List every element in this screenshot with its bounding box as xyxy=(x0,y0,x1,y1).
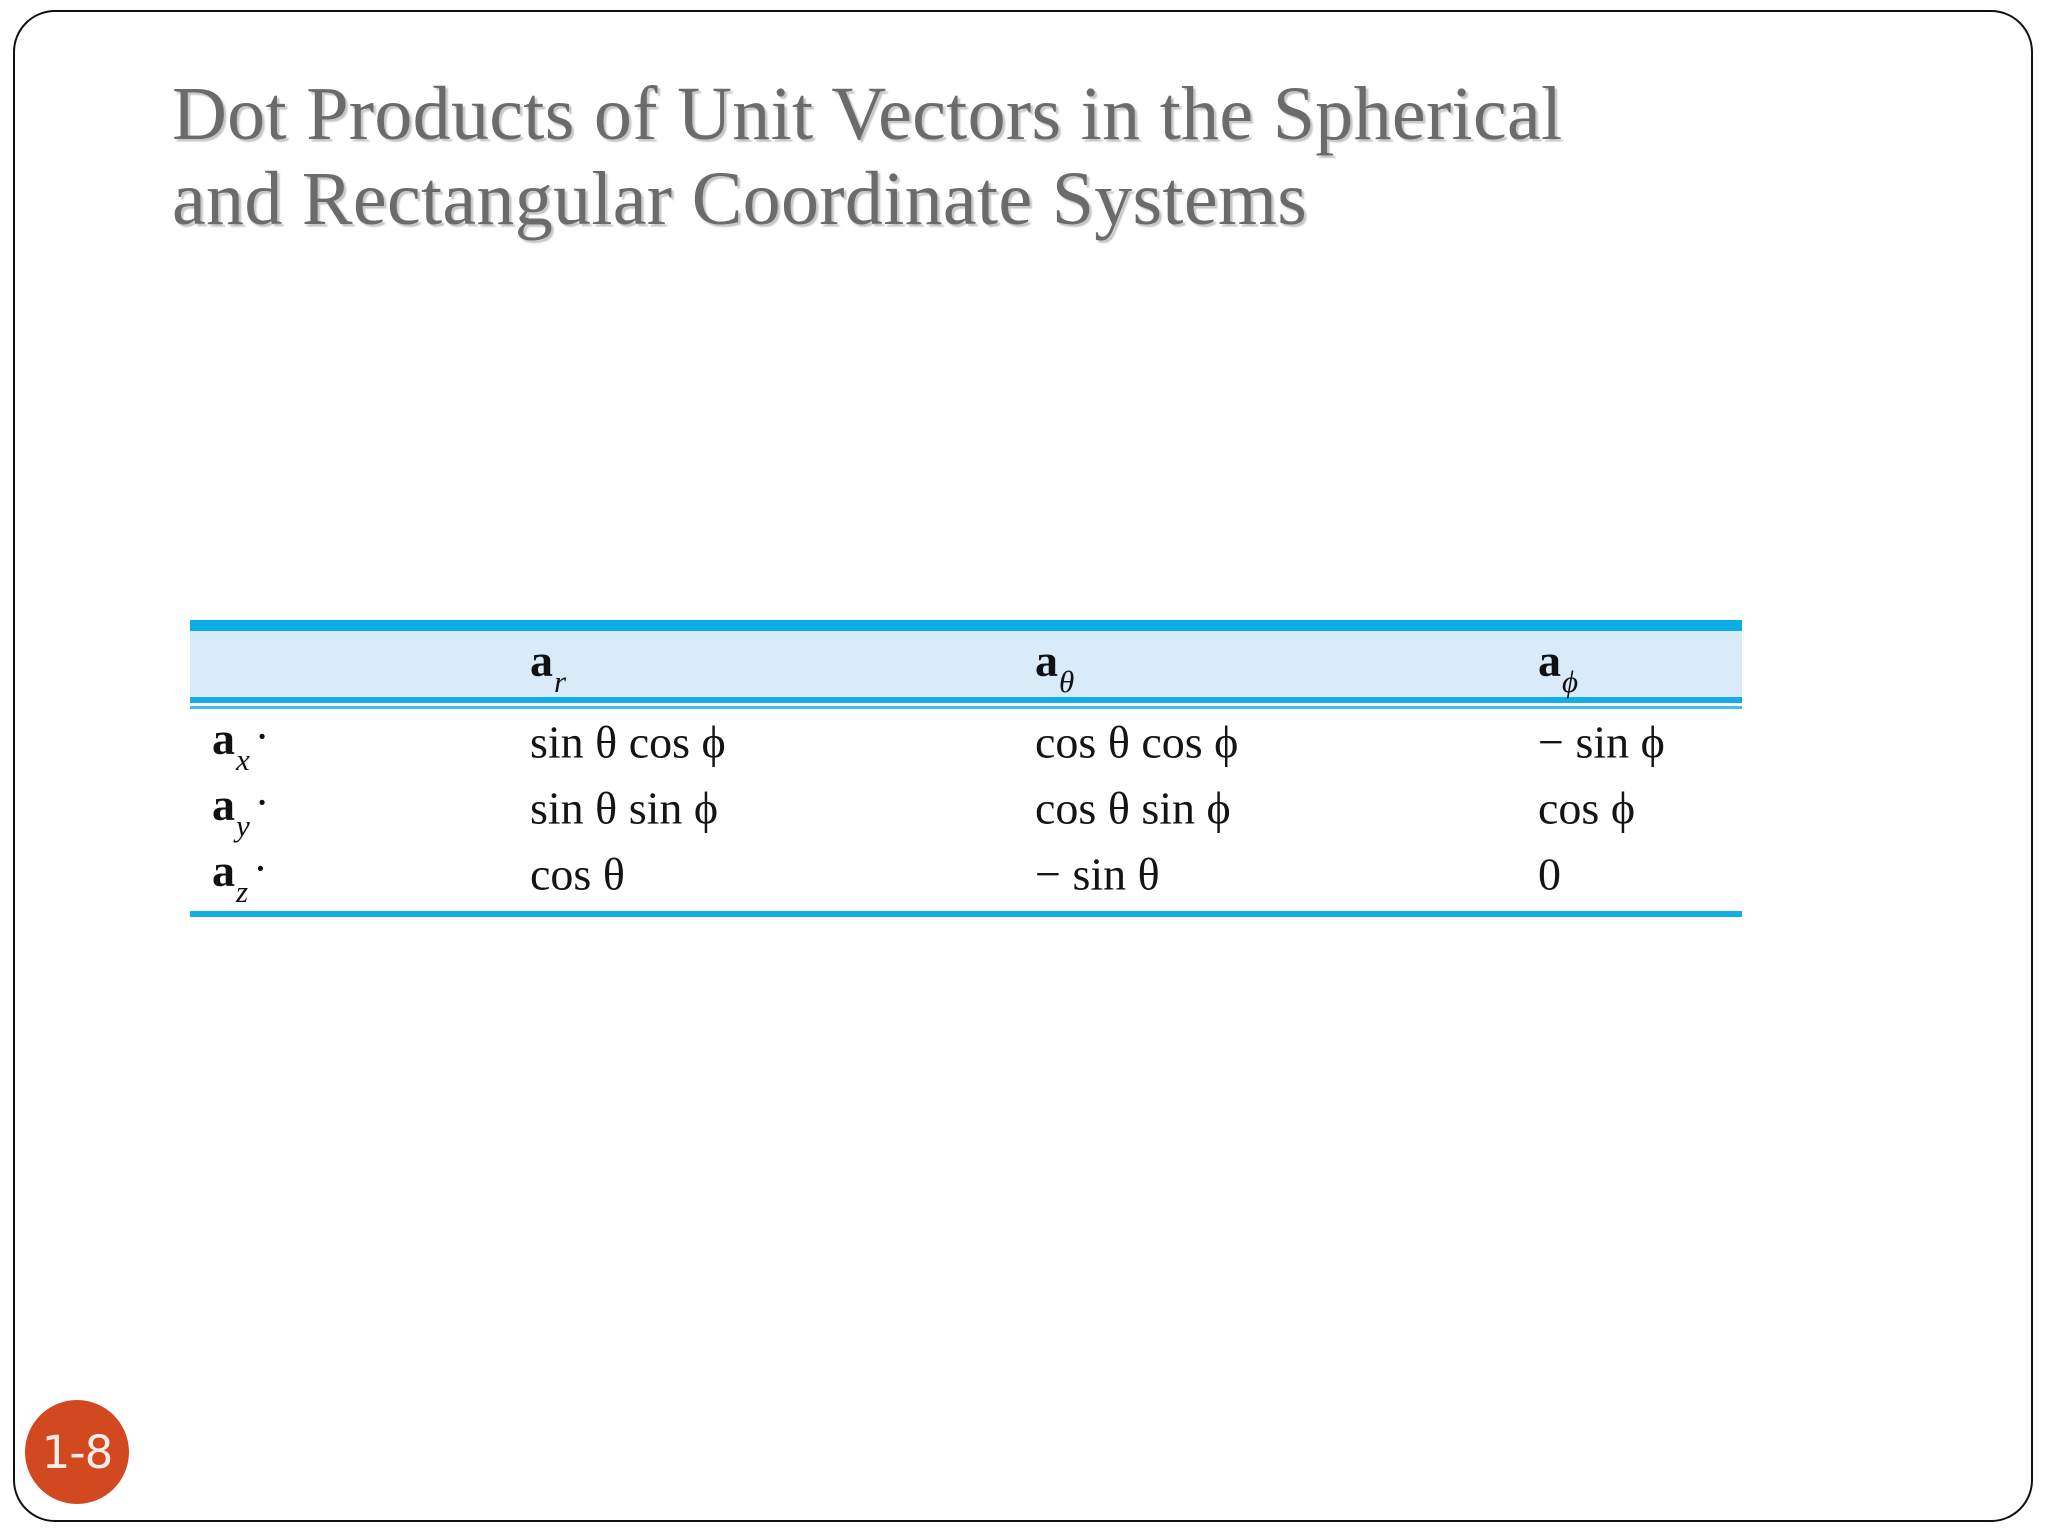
table-top-accent-bar xyxy=(190,620,1742,631)
title-line-1: Dot Products of Unit Vectors in the Sphe… xyxy=(172,72,1563,156)
row-label-a-x: ax· xyxy=(212,711,270,777)
table-header-rule-upper xyxy=(190,697,1742,703)
dot-product-table: ar aθ aϕ ax· sin θ cos ϕ cos θ cos ϕ − s… xyxy=(190,620,1742,917)
cell-ax-atheta: cos θ cos ϕ xyxy=(1035,716,1239,768)
column-header-a-theta: aθ xyxy=(1035,634,1074,699)
row-label-a-y-dot-operator: · xyxy=(254,777,270,827)
row-label-a-z: az· xyxy=(212,843,268,909)
column-header-a-phi-vector: a xyxy=(1538,634,1561,686)
title-line-2: and Rectangular Coordinate Systems xyxy=(172,157,1308,242)
row-label-a-y-vector: a xyxy=(212,778,235,830)
column-header-a-theta-subscript: θ xyxy=(1059,664,1075,700)
table-header-rule-lower xyxy=(190,706,1742,709)
table-header-rule-gap xyxy=(190,703,1742,706)
row-label-a-y-subscript: y xyxy=(236,808,250,844)
column-header-a-r: ar xyxy=(530,634,566,699)
table-body: ax· sin θ cos ϕ cos θ cos ϕ − sin ϕ ay· … xyxy=(190,709,1742,911)
column-header-a-r-vector: a xyxy=(530,634,553,686)
table-row: ax· sin θ cos ϕ cos θ cos ϕ − sin ϕ xyxy=(190,709,1742,777)
page-number-label: 1-8 xyxy=(41,1425,113,1479)
cell-ay-ar: sin θ sin ϕ xyxy=(530,782,719,834)
column-header-a-theta-vector: a xyxy=(1035,634,1058,686)
row-label-a-z-dot-operator: · xyxy=(253,843,268,893)
cell-ax-aphi: − sin ϕ xyxy=(1538,716,1665,768)
column-header-a-phi-subscript: ϕ xyxy=(1562,664,1579,700)
row-label-a-x-dot-operator: · xyxy=(254,711,270,761)
page-title: Dot Products of Unit Vectors in the Sphe… xyxy=(172,72,1932,242)
row-label-a-x-subscript: x xyxy=(236,742,250,778)
column-header-a-phi: aϕ xyxy=(1538,634,1578,699)
cell-az-aphi: 0 xyxy=(1538,848,1561,900)
table-row: ay· sin θ sin ϕ cos θ sin ϕ cos ϕ xyxy=(190,775,1742,843)
row-label-a-y: ay· xyxy=(212,777,270,843)
cell-ay-atheta: cos θ sin ϕ xyxy=(1035,782,1231,834)
cell-ax-ar: sin θ cos ϕ xyxy=(530,716,726,768)
row-label-a-z-vector: a xyxy=(212,844,235,896)
cell-az-atheta: − sin θ xyxy=(1035,848,1160,900)
row-label-a-z-subscript: z xyxy=(236,874,249,910)
table-row: az· cos θ − sin θ 0 xyxy=(190,841,1742,909)
page-number-badge: 1-8 xyxy=(25,1400,129,1504)
cell-ay-aphi: cos ϕ xyxy=(1538,782,1636,834)
table-bottom-rule xyxy=(190,911,1742,917)
row-label-a-x-vector: a xyxy=(212,712,235,764)
table-header-row: ar aθ aϕ xyxy=(190,631,1742,699)
cell-az-ar: cos θ xyxy=(530,848,625,900)
column-header-a-r-subscript: r xyxy=(554,664,567,700)
